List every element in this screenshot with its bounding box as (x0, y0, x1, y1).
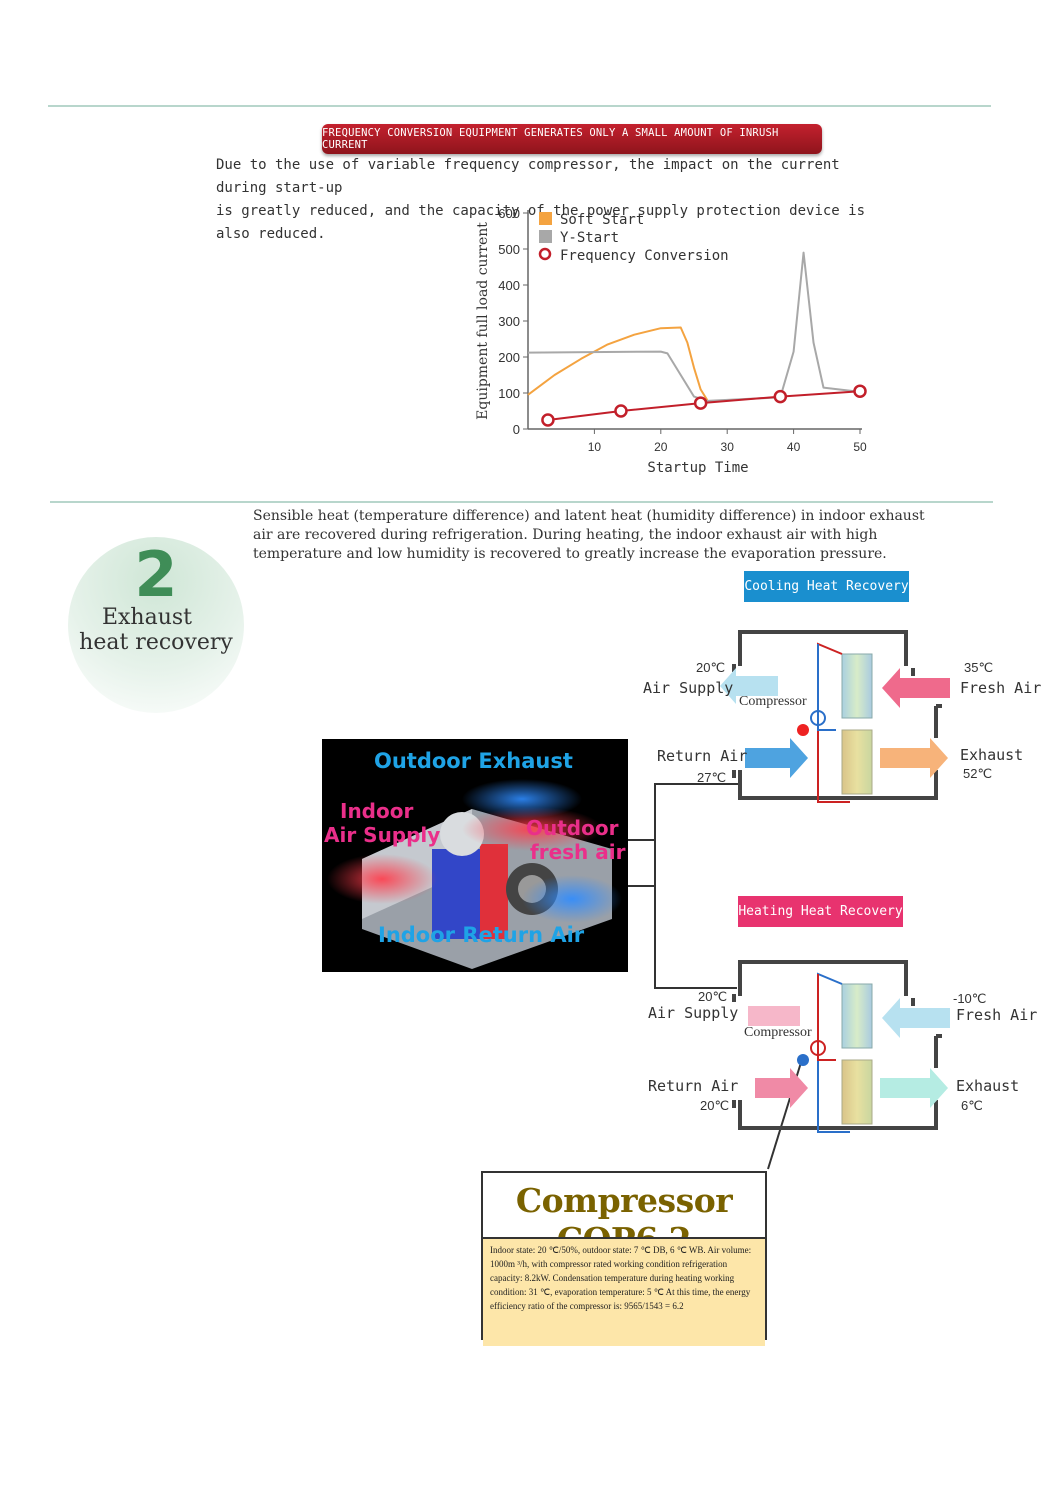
y-axis-title: Equipment full load current (475, 222, 491, 420)
x-tick-label: 10 (588, 440, 602, 454)
x-tick-label: 20 (654, 440, 668, 454)
unit-photo: Outdoor Exhaust Indoor Air Supply Outdoo… (322, 739, 628, 972)
heating-supply-temp: 20℃ (698, 989, 728, 1004)
cooling-compressor-label: Compressor (739, 694, 807, 709)
heating-fresh-air-label: Fresh Air (956, 1006, 1038, 1024)
heating-unit-diagram (732, 960, 950, 1133)
compressor-cop-box: Compressor COP6.2 Indoor state: 20 ℃/50%… (481, 1171, 767, 1346)
unit-illustration (327, 779, 622, 969)
section-number: 2 (134, 538, 178, 611)
intro-paragraph: Due to the use of variable frequency com… (216, 154, 896, 246)
x-tick-label: 30 (721, 440, 735, 454)
legend-swatch-0 (539, 212, 552, 225)
cooling-unit-diagram (720, 630, 950, 803)
chart-series (527, 251, 867, 427)
heat-line-3: temperature and low humidity is recovere… (253, 546, 887, 562)
top-divider (48, 105, 991, 107)
heating-exhaust-label: Exhaust (956, 1077, 1020, 1095)
cooling-air-supply-label: Air Supply (643, 679, 734, 697)
x-axis-title: Startup Time (647, 460, 748, 476)
heat-line-1: Sensible heat (temperature difference) a… (253, 508, 925, 524)
series-line-1 (527, 251, 861, 402)
cooling-return-air-label: Return Air (657, 747, 748, 765)
middle-divider (50, 501, 993, 503)
intro-line-2: is greatly reduced, and the capacity of … (216, 203, 866, 242)
legend-swatch-2 (538, 247, 552, 261)
x-tick-label: 50 (853, 440, 867, 454)
photo-air-supply: Air Supply (324, 823, 441, 847)
intro-line-1: Due to the use of variable frequency com… (216, 157, 840, 196)
y-tick-label: 400 (498, 278, 520, 293)
heating-return-temp: 20℃ (700, 1098, 730, 1113)
cooling-return-temp: 27℃ (697, 770, 727, 785)
y-tick-label: 0 (513, 422, 520, 437)
legend-label-0: Soft Start (560, 212, 644, 228)
y-tick-label: 600 (498, 206, 520, 221)
heating-fresh-temp: -10℃ (953, 991, 987, 1006)
series-line-0 (527, 326, 709, 401)
cooling-supply-temp: 20℃ (696, 660, 726, 675)
section-badge: 2 Exhaust heat recovery (68, 537, 244, 713)
legend-swatch-1 (539, 230, 552, 243)
badge-title-line-2: heat recovery (79, 630, 233, 655)
photo-outdoor-exhaust: Outdoor Exhaust (374, 749, 573, 773)
series-point (693, 396, 708, 410)
x-tick-label: 40 (787, 440, 801, 454)
legend-label-1: Y-Start (560, 230, 619, 246)
cop-note: Indoor state: 20 ℃/50%, outdoor state: 7… (483, 1237, 765, 1346)
cooling-heat-recovery-tag: Cooling Heat Recovery (744, 571, 909, 602)
heating-return-air-label: Return Air (648, 1077, 739, 1095)
y-tick-label: 500 (498, 242, 520, 257)
y-tick-label: 200 (498, 350, 520, 365)
cooling-fresh-air-label: Fresh Air (960, 679, 1042, 697)
cooling-exhaust-temp: 52℃ (963, 766, 993, 781)
heating-heat-recovery-tag: Heating Heat Recovery (738, 896, 903, 927)
heating-air-supply-label: Air Supply (648, 1004, 739, 1022)
legend-label-2: Frequency Conversion (560, 248, 729, 264)
heat-line-2: air are recovered during refrigeration. … (253, 527, 878, 543)
series-point (853, 384, 867, 398)
y-tick-label: 100 (498, 386, 520, 401)
inrush-current-banner: FREQUENCY CONVERSION EQUIPMENT GENERATES… (322, 124, 822, 154)
connector-lines (628, 783, 804, 1170)
heating-exhaust-temp: 6℃ (961, 1098, 983, 1113)
heat-recovery-paragraph: Sensible heat (temperature difference) a… (253, 507, 953, 564)
series-point (773, 389, 788, 404)
recovery-schematics (628, 630, 950, 1170)
series-point (541, 413, 555, 427)
photo-indoor: Indoor (340, 799, 414, 823)
cooling-fresh-temp: 35℃ (964, 660, 994, 675)
photo-indoor-return-air: Indoor Return Air (378, 923, 585, 947)
heating-compressor-label: Compressor (744, 1025, 812, 1040)
photo-outdoor: Outdoor (526, 816, 619, 840)
badge-title-line-1: Exhaust (101, 605, 193, 630)
y-tick-label: 300 (498, 314, 520, 329)
cooling-exhaust-label: Exhaust (960, 746, 1024, 764)
series-point (614, 404, 628, 418)
photo-fresh-air: fresh air (530, 840, 626, 864)
